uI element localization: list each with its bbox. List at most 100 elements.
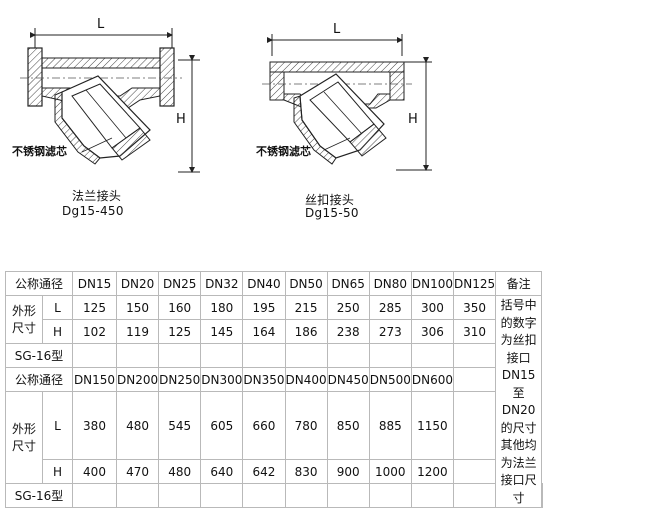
l-value: 150 (115, 295, 160, 320)
h-row-1: H 102 119 125 145 164 186 238 273 306 31… (6, 319, 543, 344)
empty-cell (410, 343, 455, 368)
empty-cell (242, 483, 286, 508)
empty-cell (115, 343, 160, 368)
size-cell: DN100 (410, 271, 455, 296)
empty-cell (452, 483, 497, 508)
empty-cell (200, 483, 244, 508)
l-row-1: 外形 尺寸 L 125 150 160 180 195 215 250 285 … (5, 295, 543, 508)
h-value: 480 (158, 459, 202, 484)
h-value: 238 (326, 319, 370, 344)
flange-spec: Dg15-450 (62, 204, 124, 218)
shape-label: 外形 尺寸 (5, 295, 43, 344)
l-value: 545 (158, 391, 202, 460)
empty-cell (72, 343, 117, 368)
size-cell: DN50 (284, 271, 328, 296)
empty-cell (410, 483, 455, 508)
empty-cell (72, 483, 117, 508)
row-h-label: H (42, 319, 73, 344)
thread-dim-h: H (408, 112, 418, 127)
l-value: 250 (326, 295, 370, 320)
empty-cell (452, 343, 497, 368)
l-value: 660 (242, 391, 286, 460)
flange-screen-label: 不锈钢滤芯 (12, 145, 67, 158)
h-value: 900 (326, 459, 370, 484)
l-value: 350 (452, 295, 497, 320)
shape-label: 外形 尺寸 (5, 391, 43, 484)
thread-spec: Dg15-50 (305, 206, 359, 220)
l-value: 125 (72, 295, 117, 320)
l-value: 380 (72, 391, 117, 460)
row-l-label: L (42, 295, 73, 320)
l-value: 850 (326, 391, 370, 460)
note-header: 备注 (495, 271, 543, 296)
h-value: 186 (284, 319, 328, 344)
shape-label-line: 外形 (11, 421, 36, 436)
flange-dim-h: H (176, 112, 186, 127)
empty-cell (284, 483, 328, 508)
size-cell: DN15 (72, 271, 117, 296)
flange-strainer-drawing (20, 28, 200, 173)
size-cell: DN80 (368, 271, 412, 296)
empty-cell (115, 483, 160, 508)
empty-cell (200, 343, 244, 368)
size-cell: DN65 (326, 271, 370, 296)
h-row-2: H 400 470 480 640 642 830 900 1000 1200 (6, 459, 543, 484)
size-cell: DN600 (410, 367, 455, 392)
thread-screen-label: 不锈钢滤芯 (256, 145, 311, 158)
size-cell: DN500 (368, 367, 412, 392)
thread-caption: 丝扣接头 (305, 193, 355, 207)
l-value: 195 (242, 295, 286, 320)
empty-cell (284, 343, 328, 368)
size-cell: DN32 (200, 271, 244, 296)
strainer-drawings-svg (20, 28, 432, 173)
flange-caption: 法兰接头 (72, 189, 122, 203)
model-label: SG-16型 (5, 343, 73, 368)
size-row-2: 公称通径 DN150 DN200 DN250 DN300 DN350 DN400… (5, 367, 543, 392)
l-value (452, 391, 497, 460)
h-value: 830 (284, 459, 328, 484)
size-cell: DN350 (242, 367, 286, 392)
size-row-1: 公称通径 DN15 DN20 DN25 DN32 DN40 DN50 DN65 … (5, 271, 543, 296)
l-value: 180 (200, 295, 244, 320)
empty-cell (368, 343, 412, 368)
h-value: 102 (72, 319, 117, 344)
size-cell: DN300 (200, 367, 244, 392)
size-cell: DN200 (115, 367, 160, 392)
l-value: 1150 (410, 391, 455, 460)
size-cell (452, 367, 497, 392)
h-value: 306 (410, 319, 455, 344)
size-cell: DN450 (326, 367, 370, 392)
h-value: 125 (158, 319, 202, 344)
nominal-label: 公称通径 (5, 271, 73, 296)
thread-strainer-drawing (262, 34, 432, 171)
technical-drawings: L H 不锈钢滤芯 法兰接头 Dg15-450 L H 不锈钢滤芯 丝扣接头 D… (12, 17, 432, 220)
size-cell: DN20 (115, 271, 160, 296)
h-value: 1200 (410, 459, 455, 484)
l-value: 285 (368, 295, 412, 320)
h-value: 400 (72, 459, 117, 484)
l-value: 300 (410, 295, 455, 320)
l-value: 605 (200, 391, 244, 460)
empty-cell (541, 483, 544, 508)
model-row-1: SG-16型 (5, 343, 543, 368)
h-value: 164 (242, 319, 286, 344)
empty-cell (368, 483, 412, 508)
row-l-label: L (42, 391, 73, 460)
empty-cell (158, 483, 202, 508)
h-value: 642 (242, 459, 286, 484)
l-value: 780 (284, 391, 328, 460)
size-cell: DN25 (158, 271, 202, 296)
nominal-label: 公称通径 (5, 367, 73, 392)
size-cell: DN125 (452, 271, 497, 296)
size-cell: DN250 (158, 367, 202, 392)
note-text: 括号中的数字为丝扣接口DN15至DN20的尺寸其他均为法兰接口尺寸 (495, 295, 543, 508)
empty-cell (326, 483, 370, 508)
h-value: 310 (452, 319, 497, 344)
h-value: 119 (115, 319, 160, 344)
model-label: SG-16型 (5, 483, 73, 508)
l-value: 480 (115, 391, 160, 460)
thread-dim-l: L (333, 22, 341, 37)
shape-label-line: 尺寸 (11, 438, 36, 453)
h-value: 1000 (368, 459, 412, 484)
h-value: 640 (200, 459, 244, 484)
